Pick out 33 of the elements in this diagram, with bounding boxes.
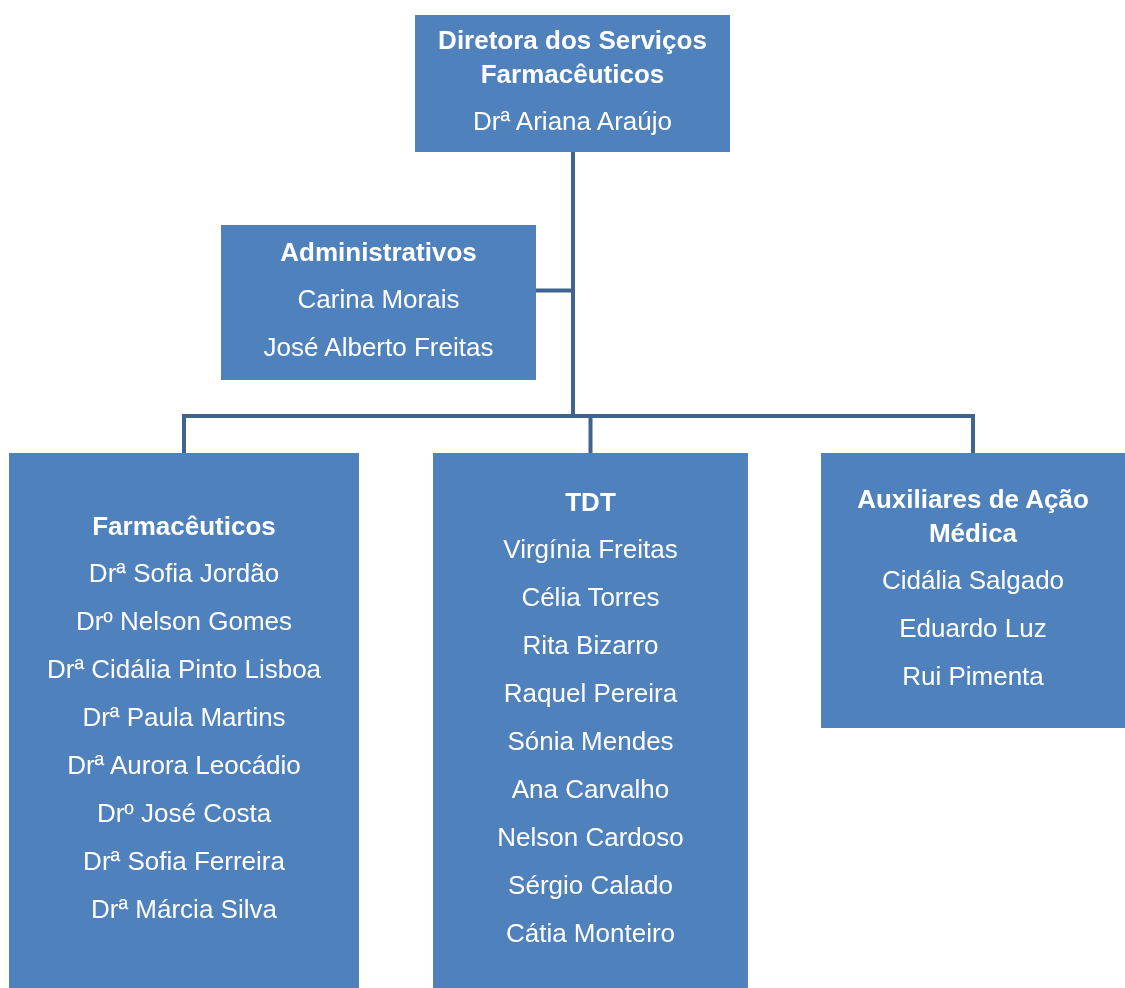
person-name: Drº Nelson Gomes: [75, 604, 293, 638]
person-name: Célia Torres: [521, 580, 660, 614]
person-name: Drª Ariana Araújo: [473, 104, 672, 138]
group-heading: TDT: [565, 485, 616, 519]
person-name: Raquel Pereira: [503, 676, 678, 710]
org-box: [221, 225, 536, 380]
person-name: Drª Sofia Jordão: [88, 556, 280, 590]
person-name: Drª Paula Martins: [82, 700, 286, 734]
org-box: [433, 453, 748, 988]
org-box: [415, 15, 730, 152]
person-name: Carina Morais: [297, 282, 460, 316]
org-box: [9, 453, 359, 988]
group-heading: Administrativos: [280, 235, 477, 269]
person-name: Ana Carvalho: [511, 772, 670, 806]
person-name: Sónia Mendes: [507, 724, 674, 758]
person-name: Drª Aurora Leocádio: [67, 748, 301, 782]
group-heading: Auxiliares de Ação Médica: [856, 482, 1090, 550]
org-box: [821, 453, 1125, 728]
person-name: Sérgio Calado: [508, 868, 673, 902]
person-name: Drº José Costa: [96, 796, 272, 830]
person-name: Drª Cidália Pinto Lisboa: [46, 652, 322, 686]
group-heading: Farmacêuticos: [92, 509, 276, 543]
role-title: Diretora dos Serviços Farmacêuticos: [437, 23, 708, 91]
person-name: Drª Sofia Ferreira: [83, 844, 285, 878]
person-name: Rita Bizarro: [522, 628, 659, 662]
person-name: Nelson Cardoso: [497, 820, 684, 854]
person-name: Cátia Monteiro: [505, 916, 676, 950]
person-name: Cidália Salgado: [881, 563, 1065, 597]
person-name: Virgínia Freitas: [503, 532, 678, 566]
person-name: José Alberto Freitas: [263, 330, 494, 364]
person-name: Rui Pimenta: [902, 659, 1044, 693]
person-name: Drª Márcia Silva: [91, 892, 277, 926]
person-name: Eduardo Luz: [899, 611, 1047, 645]
